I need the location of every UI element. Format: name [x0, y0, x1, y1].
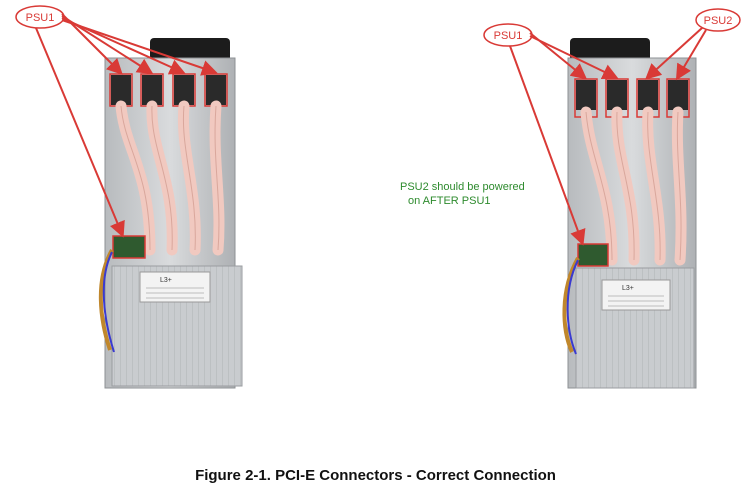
left-psu1-label: PSU1: [26, 12, 55, 24]
figure-caption: Figure 2-1. PCI-E Connectors - Correct C…: [195, 467, 556, 484]
right-psu1-callout: PSU1: [483, 23, 619, 246]
left-control-connector: [112, 235, 146, 259]
right-psu2-callout: PSU2: [645, 8, 741, 81]
left-pcie-connectors: [109, 73, 228, 107]
right-fan: [570, 38, 650, 62]
right-pcie-connectors: [574, 78, 690, 118]
note-line-2: on AFTER PSU1: [408, 195, 491, 207]
right-miner: L3+: [562, 38, 697, 389]
right-psu2-label: PSU2: [704, 15, 733, 27]
right-psu1-label: PSU1: [494, 30, 523, 42]
right-label-plate: [601, 279, 671, 311]
left-psu1-callout: PSU1: [15, 5, 218, 238]
power-sequence-note: PSU2 should be powered on AFTER PSU1: [400, 180, 550, 208]
left-model-text: L3+: [160, 277, 172, 284]
right-model-text: L3+: [622, 285, 634, 292]
note-line-1: PSU2 should be powered: [400, 181, 525, 193]
right-control-connector: [577, 243, 609, 267]
left-label-plate: [139, 271, 211, 303]
left-miner: L3+: [98, 38, 243, 389]
